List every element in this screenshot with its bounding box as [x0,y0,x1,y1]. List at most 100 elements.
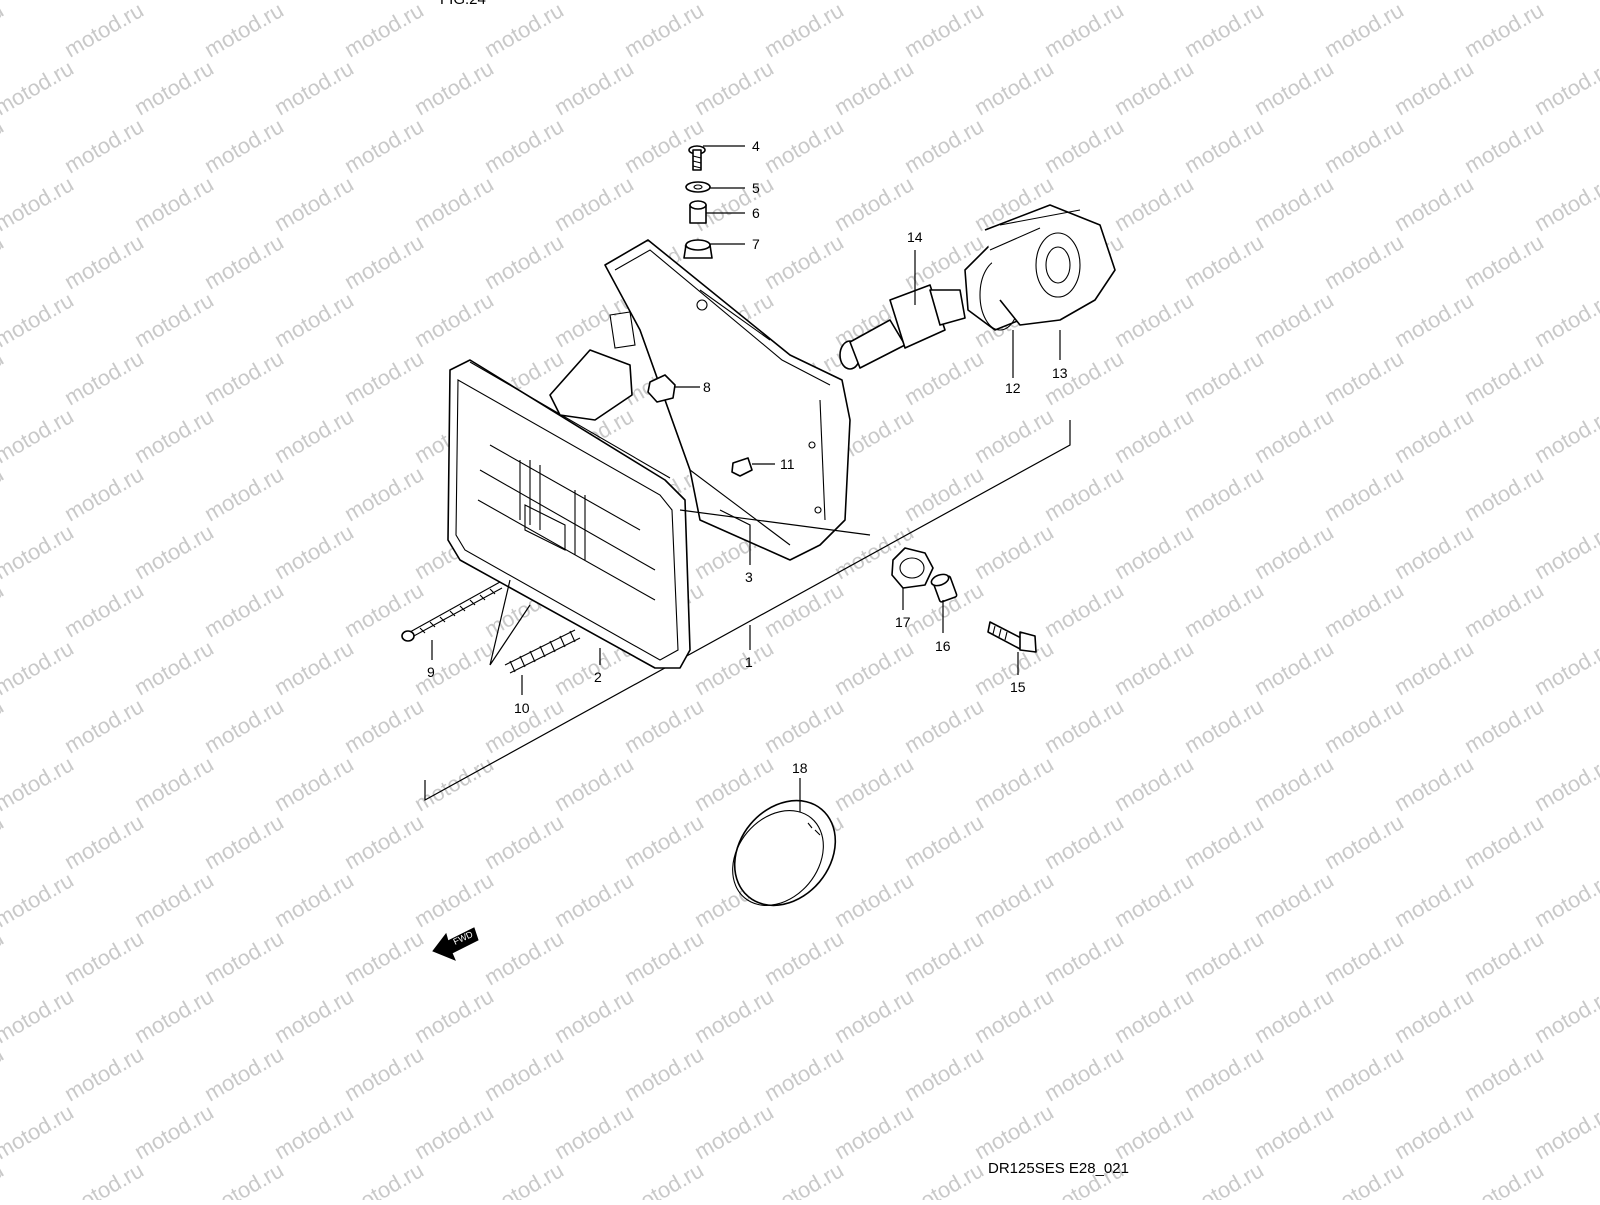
watermark-text: motod.ru [970,751,1058,816]
watermark-text: motod.ru [480,1157,568,1200]
watermark-text: motod.ru [200,693,288,758]
watermark-text: motod.ru [480,809,568,874]
watermark-text: motod.ru [1320,809,1408,874]
watermark-text: motod.ru [1250,751,1338,816]
watermark-text: motod.ru [1320,113,1408,178]
watermark-text: motod.ru [1110,287,1198,352]
watermark-text: motod.ru [1110,55,1198,120]
washer-5 [685,181,711,193]
leader-lines [431,145,1061,812]
watermark-text: motod.ru [60,345,148,410]
screw-4 [688,145,706,171]
watermark-text: motod.ru [270,519,358,584]
watermark-text: motod.ru [550,867,638,932]
watermark-text: motod.ru [900,113,988,178]
watermark-text: motod.ru [830,55,918,120]
watermark-text: motod.ru [1110,751,1198,816]
watermark-text: motod.ru [620,809,708,874]
watermark-text: motod.ru [0,1041,8,1106]
watermark-text: motod.ru [900,345,988,410]
watermark-text: motod.ru [1530,171,1600,236]
watermark-text: motod.ru [1110,1099,1198,1164]
watermark-text: motod.ru [0,1099,78,1164]
watermark-text: motod.ru [130,751,218,816]
watermark-text: motod.ru [130,171,218,236]
watermark-text: motod.ru [1390,867,1478,932]
watermark-text: motod.ru [270,287,358,352]
watermark-text: motod.ru [410,635,498,700]
watermark-text: motod.ru [830,867,918,932]
watermark-text: motod.ru [200,461,288,526]
watermark-text: motod.ru [60,1041,148,1106]
watermark-text: motod.ru [1250,287,1338,352]
grommet-7 [683,239,713,259]
watermark-text: motod.ru [550,0,638,4]
watermark-text: motod.ru [1320,1041,1408,1106]
watermark-text: motod.ru [690,55,778,120]
watermark-text: motod.ru [60,925,148,990]
watermark-text: motod.ru [1320,0,1408,62]
watermark-text: motod.ru [760,693,848,758]
watermark-text: motod.ru [1040,0,1128,62]
watermark-text: motod.ru [1320,693,1408,758]
callout-10: 10 [514,700,530,716]
watermark-text: motod.ru [1040,1041,1128,1106]
watermark-text: motod.ru [1110,403,1198,468]
figure-header: FIG.24 [440,0,486,8]
watermark-text: motod.ru [900,925,988,990]
watermark-text: motod.ru [760,113,848,178]
watermark-text: motod.ru [1530,751,1600,816]
watermark-text: motod.ru [270,171,358,236]
watermark-text: motod.ru [0,983,78,1048]
callout-13: 13 [1052,365,1068,381]
watermark-text: motod.ru [830,635,918,700]
watermark-text: motod.ru [0,403,78,468]
watermark-text: motod.ru [200,1157,288,1200]
watermark-text: motod.ru [550,1099,638,1164]
watermark-text: motod.ru [1460,577,1548,642]
watermark-text: motod.ru [340,577,428,642]
watermark-text: motod.ru [620,925,708,990]
watermark-text: motod.ru [1040,925,1128,990]
watermark-text: motod.ru [1110,0,1198,4]
watermark-text: motod.ru [1180,0,1268,62]
watermark-text: motod.ru [270,635,358,700]
assembly-bracket [424,420,1071,802]
watermark-text: motod.ru [270,751,358,816]
watermark-text: motod.ru [200,809,288,874]
watermark-text: motod.ru [0,577,8,642]
watermark-text: motod.ru [1180,1157,1268,1200]
watermark-text: motod.ru [1110,635,1198,700]
watermark-text: motod.ru [830,983,918,1048]
watermark-text: motod.ru [1530,0,1600,4]
callout-16: 16 [935,638,951,654]
watermark-text: motod.ru [0,0,8,62]
callout-12: 12 [1005,380,1021,396]
watermark-text: motod.ru [340,1041,428,1106]
watermark-text: motod.ru [1180,1041,1268,1106]
watermark-text: motod.ru [480,0,568,62]
watermark-text: motod.ru [550,55,638,120]
callout-15: 15 [1010,679,1026,695]
watermark-text: motod.ru [480,229,568,294]
watermark-text: motod.ru [0,693,8,758]
watermark-text: motod.ru [1110,519,1198,584]
watermark-text: motod.ru [480,113,568,178]
watermark-text: motod.ru [410,1099,498,1164]
watermark-text: motod.ru [1530,867,1600,932]
watermark-text: motod.ru [410,983,498,1048]
watermark-text: motod.ru [1390,519,1478,584]
watermark-text: motod.ru [1390,171,1478,236]
watermark-text: motod.ru [1530,55,1600,120]
watermark-text: motod.ru [970,983,1058,1048]
watermark-text: motod.ru [0,1157,8,1200]
collar-16 [930,573,958,603]
watermark-text: motod.ru [200,229,288,294]
watermark-text: motod.ru [1180,925,1268,990]
watermark-text: motod.ru [340,229,428,294]
watermark-text: motod.ru [1180,577,1268,642]
watermark-text: motod.ru [130,287,218,352]
watermark-text: motod.ru [0,55,78,120]
watermark-text: motod.ru [900,693,988,758]
